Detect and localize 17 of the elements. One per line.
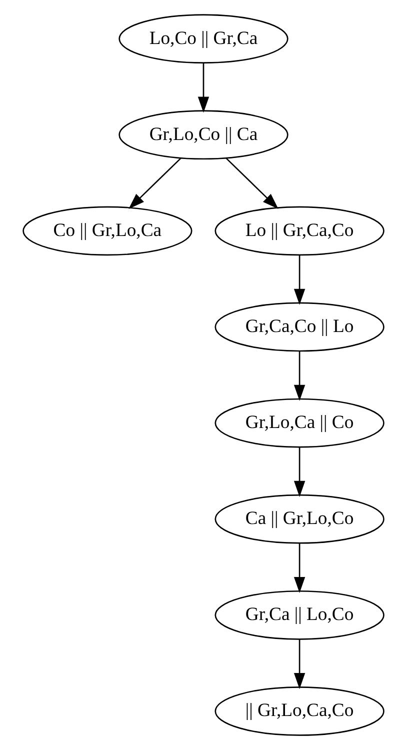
node-ellipse: Co || Gr,Lo,Ca [22,206,192,256]
node-ellipse: Gr,Ca || Lo,Co [214,590,384,640]
arrow [293,543,305,593]
arrow [293,639,305,689]
node-ellipse: Gr,Lo,Co || Ca [118,110,288,160]
arrow [128,157,181,209]
arrow [293,350,305,400]
node-ellipse: Ca || Gr,Lo,Co [214,494,384,544]
node-ellipse: Lo,Co || Gr,Ca [118,14,288,63]
node-ellipse: || Gr,Lo,Ca,Co [214,686,384,736]
arrow [197,62,209,112]
node-ellipse: Gr,Lo,Ca || Co [214,398,384,448]
node-ellipse: Lo || Gr,Ca,Co [214,206,384,256]
arrow [293,254,305,304]
arrow [293,446,305,496]
arrow [225,157,278,209]
node-ellipse: Gr,Ca,Co || Lo [214,302,384,352]
